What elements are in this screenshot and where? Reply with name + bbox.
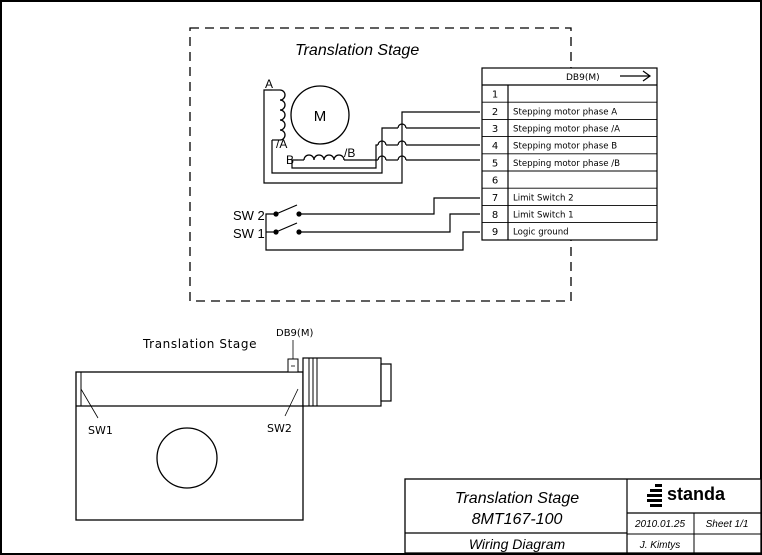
switch-label-sw2: SW 2 [233, 208, 265, 223]
limit-switches: SW 2 SW 1 [233, 197, 480, 251]
pin-description: Logic ground [513, 228, 569, 238]
connector-header: DB9(M) [566, 73, 600, 83]
pin-number: 4 [492, 141, 498, 152]
switch-sw1-symbol [273, 222, 302, 235]
switch-sw2-symbol [273, 204, 302, 217]
coil-label-b: B [286, 153, 294, 167]
connector-pin-row: 3 Stepping motor phase /A [492, 124, 620, 135]
product-model: 8MT167-100 [472, 511, 563, 528]
db9-label: DB9(M) [276, 328, 313, 339]
motor-housing [302, 357, 392, 407]
document-type: Wiring Diagram [469, 536, 566, 552]
pin-description: Stepping motor phase /B [513, 159, 620, 169]
sw2-leader [284, 388, 299, 417]
coil-label-a: A [265, 77, 273, 91]
motor-symbol [290, 85, 350, 145]
author-name: J. Kimtys [639, 540, 681, 551]
coil-label-not-a: /A [276, 137, 287, 151]
stage-title: Translation Stage [295, 42, 419, 59]
pin-number: 5 [492, 158, 498, 169]
stepper-motor: M A /A B /B [265, 77, 372, 167]
brand-name: standa [667, 484, 726, 504]
connector-pin-row: 5 Stepping motor phase /B [492, 158, 620, 169]
connector-pin-row: 9 Logic ground [492, 227, 569, 238]
connector-pin-row: 2 Stepping motor phase A [492, 107, 617, 118]
pin-description: Limit Switch 1 [513, 211, 574, 221]
pin-number: 6 [492, 176, 498, 187]
mechanical-title: Translation Stage [142, 337, 257, 351]
pin-number: 8 [492, 210, 498, 221]
mechanical-view: Translation Stage DB9(M) SW1 SW2 [75, 328, 392, 521]
coil-phase-b [298, 154, 372, 161]
switch-wiring [265, 197, 480, 251]
pin-number: 2 [492, 107, 498, 118]
title-block: Translation Stage 8MT167-100 Wiring Diag… [404, 478, 762, 554]
pin-number: 3 [492, 124, 498, 135]
stage-body [75, 371, 304, 521]
stage-aperture [156, 427, 218, 489]
connector-pin-row: 1 [492, 90, 498, 101]
standa-logo: standa [647, 484, 726, 507]
connector-pin-row: 8 Limit Switch 1 [492, 210, 574, 221]
pin-number: 1 [492, 90, 498, 101]
db9-plug [287, 358, 299, 373]
sheet-number: Sheet 1/1 [706, 519, 749, 530]
coil-label-not-b: /B [344, 146, 355, 160]
pin-description: Limit Switch 2 [513, 193, 574, 203]
switch-label-sw1: SW 1 [233, 226, 265, 241]
pin-number: 7 [492, 193, 498, 204]
connector-pin-row: 6 [492, 176, 498, 187]
pin-description: Stepping motor phase A [513, 107, 617, 117]
pin-number: 9 [492, 227, 498, 238]
pin-description: Stepping motor phase /A [513, 125, 620, 135]
connector-pin-row: 4 Stepping motor phase B [492, 141, 617, 152]
coil-phase-a [272, 89, 286, 141]
motor-label: M [314, 108, 327, 125]
connector-pin-row: 7 Limit Switch 2 [492, 193, 574, 204]
arrow-right-icon [620, 70, 652, 82]
product-name: Translation Stage [455, 490, 579, 507]
drawing-date: 2010.01.25 [634, 519, 685, 530]
sw2-label: SW2 [267, 422, 292, 435]
top-schematic: Translation Stage M A /A B /B [189, 27, 658, 302]
pin-description: Stepping motor phase B [513, 142, 617, 152]
sw1-label: SW1 [88, 424, 113, 437]
motor-wiring [263, 89, 480, 184]
sw1-leader [80, 388, 99, 419]
